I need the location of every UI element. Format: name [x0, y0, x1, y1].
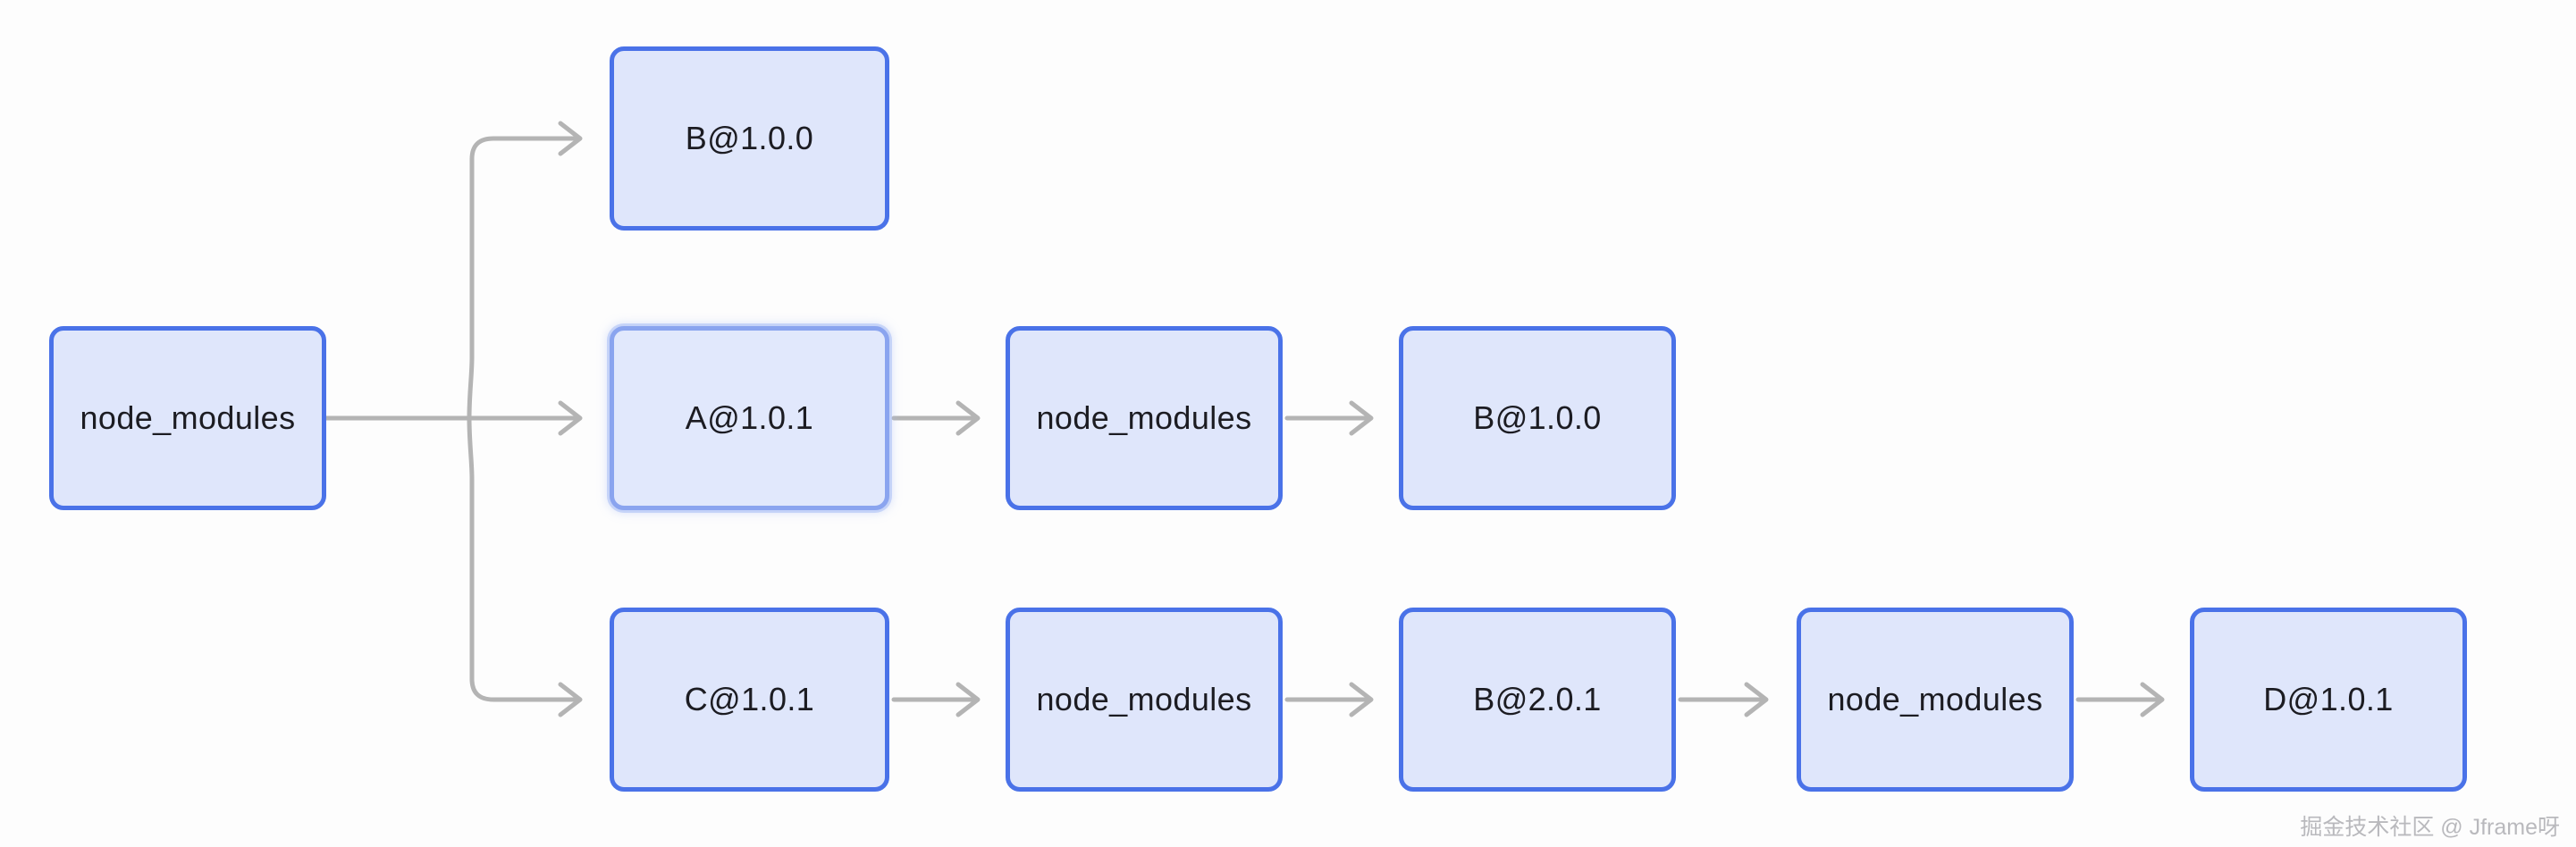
arrowhead-mid-a — [558, 400, 583, 436]
node-mid-b-1-0-0[interactable]: B@1.0.0 — [1399, 326, 1676, 510]
node-bot-d-1-0-1[interactable]: D@1.0.1 — [2190, 608, 2467, 792]
edge-root-to-top-b — [467, 136, 579, 421]
node-label: A@1.0.1 — [685, 399, 814, 436]
watermark-text: 掘金技术社区 @ Jframe呀 — [2300, 815, 2560, 840]
arrowhead-bot-nm2 — [1744, 682, 1769, 717]
node-bot-node-modules-1[interactable]: node_modules — [1006, 608, 1283, 792]
node-label: node_modules — [1036, 681, 1252, 717]
arrowhead-bot-b201 — [1349, 682, 1374, 717]
arrowhead-mid-b — [1349, 400, 1374, 436]
node-mid-a-1-0-1[interactable]: A@1.0.1 — [610, 326, 889, 510]
node-label: node_modules — [1827, 681, 2043, 717]
node-bot-c-1-0-1[interactable]: C@1.0.1 — [610, 608, 889, 792]
node-bot-b-2-0-1[interactable]: B@2.0.1 — [1399, 608, 1676, 792]
arrowhead-bot-d — [2140, 682, 2165, 717]
node-label: node_modules — [80, 399, 296, 436]
node-label: node_modules — [1036, 399, 1252, 436]
arrowhead-bot-nm1 — [955, 682, 981, 717]
node-label: B@2.0.1 — [1473, 681, 1602, 717]
node-top-b-1-0-0[interactable]: B@1.0.0 — [610, 46, 889, 231]
arrowhead-mid-nm — [955, 400, 981, 436]
edge-root-to-bottom-c — [467, 415, 579, 702]
node-mid-node-modules[interactable]: node_modules — [1006, 326, 1283, 510]
node-bot-node-modules-2[interactable]: node_modules — [1797, 608, 2074, 792]
node-label: B@1.0.0 — [1473, 399, 1602, 436]
node-label: B@1.0.0 — [685, 120, 814, 156]
node-root-node-modules[interactable]: node_modules — [49, 326, 326, 510]
node-label: C@1.0.1 — [684, 681, 815, 717]
arrowhead-bot-c — [558, 682, 583, 717]
node-label: D@1.0.1 — [2263, 681, 2394, 717]
arrowhead-top-b — [558, 121, 583, 156]
